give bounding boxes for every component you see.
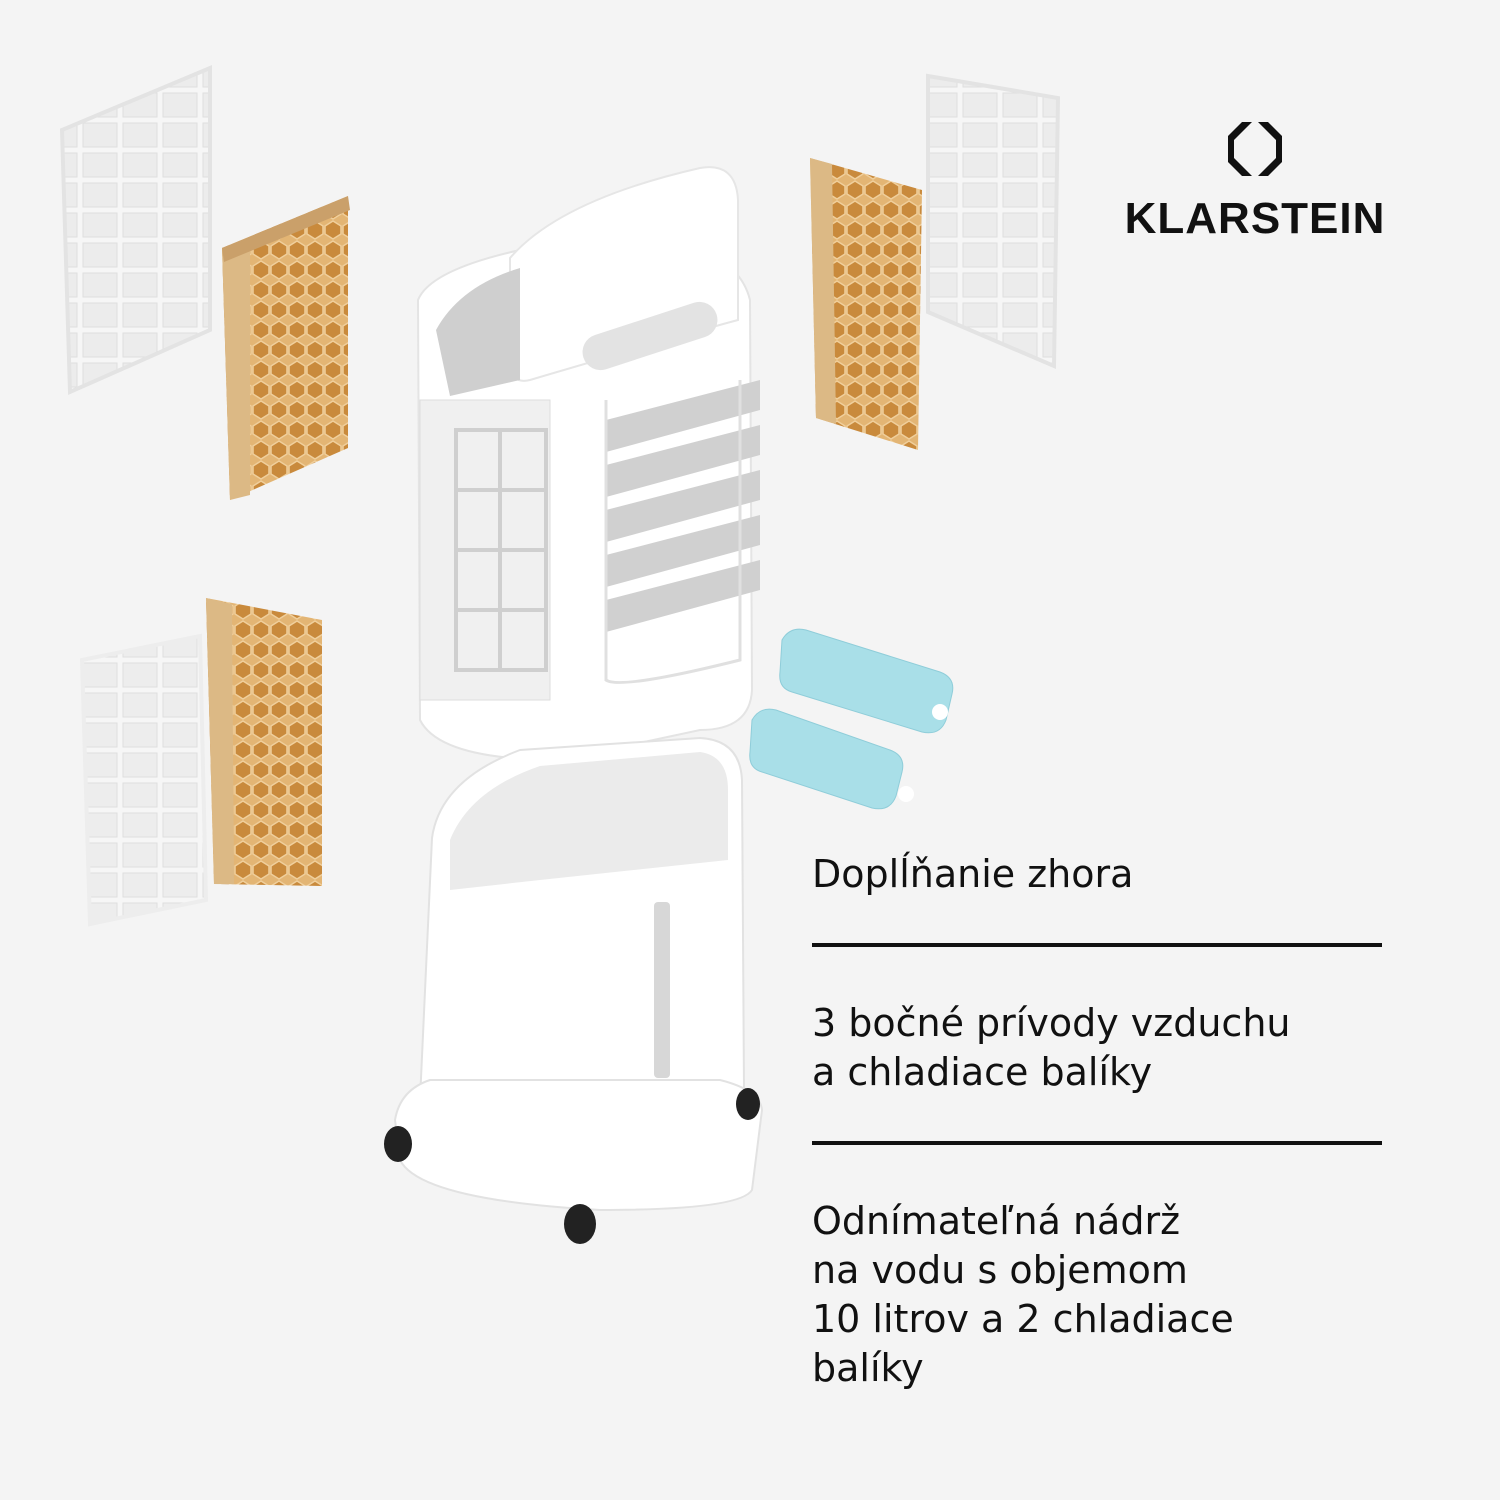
feature-removable-tank: Odnímateľná nádrž na vodu s objemom 10 l… — [812, 1199, 1234, 1390]
divider — [812, 943, 1382, 947]
octagon-diamond-logo-icon — [1228, 122, 1282, 176]
feature-list: Doplĺňanie zhora 3 bočné prívody vzduchu… — [812, 850, 1382, 1393]
filter-grille-right — [926, 73, 1061, 370]
cooling-pad-bottom-left — [206, 598, 322, 886]
filter-grille-top-left — [59, 64, 212, 396]
divider — [812, 1141, 1382, 1145]
brand-name: KLARSTEIN — [1124, 194, 1386, 243]
top-unit — [416, 166, 760, 762]
brand-logo: KLARSTEIN — [1120, 118, 1390, 244]
filter-grille-bottom-left — [79, 633, 209, 927]
ice-packs — [749, 628, 954, 810]
cooling-pad-top-left — [222, 196, 350, 500]
cooling-pad-right — [810, 158, 922, 450]
feature-top-fill: Doplĺňanie zhora — [812, 852, 1134, 896]
feature-side-air-intakes: 3 bočné prívody vzduchu a chladiace balí… — [812, 1001, 1291, 1094]
water-tank — [384, 736, 764, 1244]
